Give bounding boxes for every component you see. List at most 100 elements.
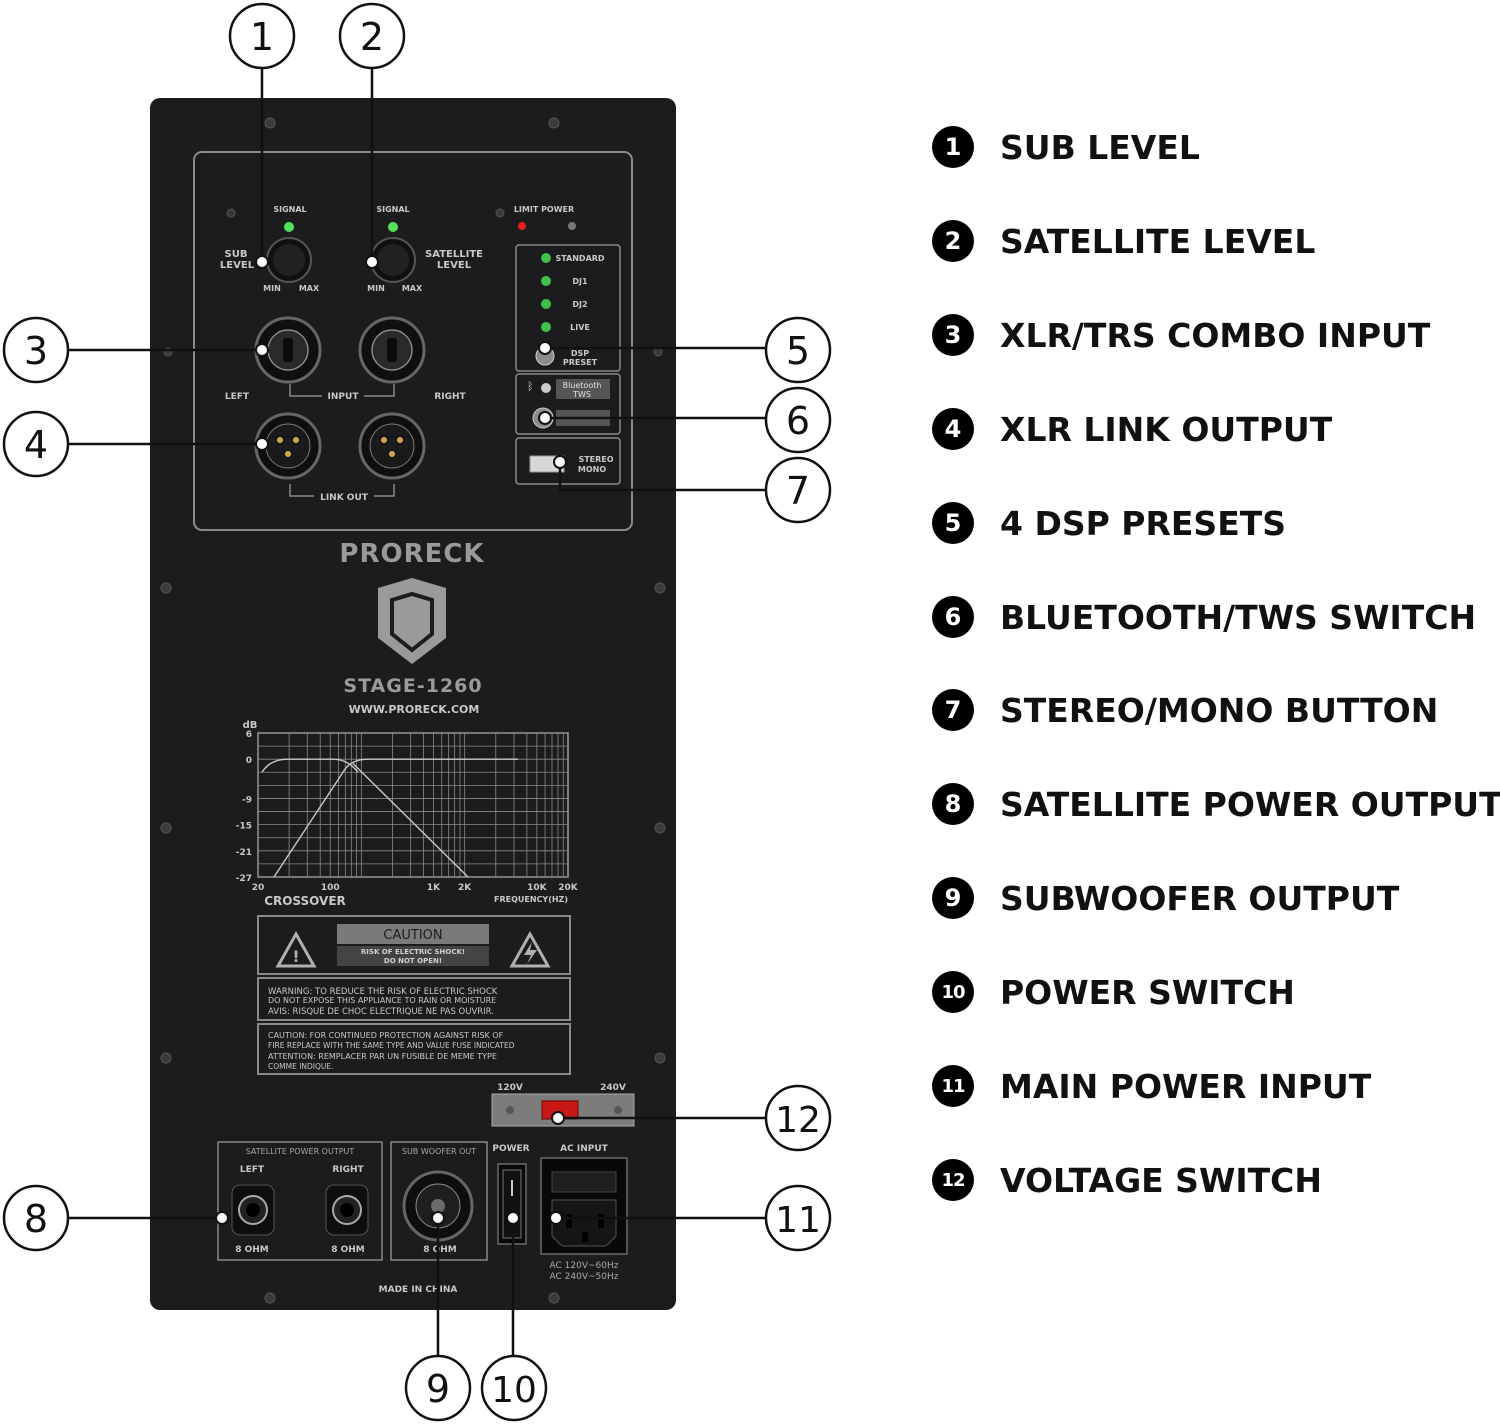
callout-1: 1: [228, 2, 296, 70]
legend-number: 11: [932, 1065, 974, 1107]
graph-curve-rolloff: [352, 763, 469, 878]
preset-live: LIVE: [570, 323, 590, 332]
brand-shield-inner: [390, 591, 434, 653]
legend-item-dsp-presets: 5 4 DSP PRESETS: [932, 498, 1286, 548]
dsp-preset-leds: [541, 253, 551, 332]
callout-9: 9: [404, 1354, 472, 1422]
bluetooth-icon: ᛒ: [527, 380, 534, 393]
power-label: POWER: [492, 1144, 529, 1154]
sub-min-label: MIN: [263, 284, 281, 293]
graph-y-tick: 6: [246, 730, 252, 740]
graph-x-tick: 20K: [558, 883, 579, 893]
iec-pin-right: [598, 1214, 604, 1228]
callout-8: 8: [2, 1184, 70, 1252]
brand-logo-text: PRORECK: [339, 539, 484, 569]
callout-5: 5: [764, 316, 832, 384]
graph-y-tick: -15: [236, 822, 252, 832]
subwoofer-ohm: 8 OHM: [423, 1245, 457, 1255]
iec-socket[interactable]: [551, 1199, 617, 1247]
fuse-line-4: COMME INDIQUE.: [268, 1062, 334, 1071]
iec-pin-left: [566, 1214, 572, 1228]
satellite-max-label: MAX: [402, 284, 423, 293]
fuse-line-2: FIRE REPLACE WITH THE SAME TYPE AND VALU…: [268, 1041, 515, 1050]
svg-text:7: 7: [786, 469, 810, 513]
voltage-120-label: 120V: [497, 1083, 523, 1093]
callout-leaders: [68, 68, 766, 1356]
callout-10: 10: [480, 1354, 548, 1422]
legend-number: 5: [932, 502, 974, 544]
legend-label: SUBWOOFER OUTPUT: [1000, 878, 1400, 918]
satellite-left-ohm: 8 OHM: [235, 1245, 269, 1255]
signal-led-sub: [284, 222, 294, 232]
xlr-link-out-right[interactable]: [358, 412, 426, 480]
signal-label-sub: SIGNAL: [273, 205, 306, 214]
graph-x-tick: 10K: [527, 883, 548, 893]
svg-text:9: 9: [426, 1367, 450, 1411]
dsp-preset-box: [515, 244, 621, 372]
caution-shock-icon: [509, 930, 551, 968]
fuse-holder: [551, 1171, 617, 1193]
legend-item-xlr-link: 4 XLR LINK OUTPUT: [932, 404, 1332, 454]
satellite-level-label-1: SATELLITE: [425, 249, 483, 260]
voltage-screw-left: [506, 1106, 514, 1114]
legend-label: SUB LEVEL: [1000, 127, 1200, 167]
lightning-glyph: [524, 942, 537, 964]
legend-item-bluetooth: 6 BLUETOOTH/TWS SWITCH: [932, 592, 1476, 642]
right-label: RIGHT: [434, 392, 466, 402]
callout-6: 6: [764, 386, 832, 454]
svg-text:8: 8: [24, 1197, 48, 1241]
legend-label: 4 DSP PRESETS: [1000, 503, 1287, 543]
satellite-level-knob-cap: [377, 244, 409, 276]
graph-curve-high: [273, 758, 518, 878]
left-label: LEFT: [225, 392, 250, 402]
satellite-title-bg: [222, 1144, 378, 1156]
exclamation-glyph: !: [292, 947, 299, 966]
svg-text:1: 1: [250, 15, 274, 59]
fuse-line-1: CAUTION: FOR CONTINUED PROTECTION AGAINS…: [268, 1031, 504, 1040]
callout-7: 7: [764, 456, 832, 524]
bluetooth-box: [515, 373, 621, 435]
satellite-right-ohm: 8 OHM: [331, 1245, 365, 1255]
legend-number: 10: [932, 971, 974, 1013]
legend-item-satellite-level: 2 SATELLITE LEVEL: [932, 216, 1315, 266]
svg-text:10: 10: [491, 1370, 537, 1411]
legend-number: 2: [932, 220, 974, 262]
warning-line-2: DO NOT EXPOSE THIS APPLIANCE TO RAIN OR …: [268, 996, 496, 1005]
warning-line-1: WARNING: TO REDUCE THE RISK OF ELECTRIC …: [268, 987, 498, 997]
limit-power-label: LIMIT POWER: [514, 205, 574, 214]
sub-max-label: MAX: [299, 284, 320, 293]
satellite-jack-right[interactable]: [325, 1184, 369, 1236]
preset-dj2: DJ2: [572, 300, 587, 309]
stereo-mono-box: [515, 437, 621, 485]
callout-12: 12: [764, 1084, 832, 1152]
graph-y-tick: 0: [246, 756, 252, 766]
svg-text:4: 4: [24, 423, 48, 467]
legend-item-subwoofer-output: 9 SUBWOOFER OUTPUT: [932, 873, 1399, 923]
voltage-240-label: 240V: [600, 1083, 626, 1093]
warning-line-3: AVIS: RISQUE DE CHOC ELECTRIQUE NE PAS O…: [268, 1007, 494, 1017]
svg-text:5: 5: [786, 329, 810, 373]
ac-rating-2: AC 240V~50Hz: [550, 1272, 619, 1282]
stereo-label: STEREO: [578, 455, 613, 464]
satellite-left-label: LEFT: [240, 1165, 265, 1175]
legend-item-power-switch: 10 POWER SWITCH: [932, 967, 1295, 1017]
callout-11: 11: [764, 1184, 832, 1252]
subwoofer-out-label: SUB WOOFER OUT: [402, 1147, 476, 1156]
combo-input-right[interactable]: [358, 316, 426, 384]
svg-text:3: 3: [24, 329, 48, 373]
input-label-bg: [322, 389, 364, 401]
xlr-link-out-left[interactable]: [254, 412, 322, 480]
legend-number: 12: [932, 1159, 974, 1201]
caution-sub-plate: [337, 946, 489, 966]
satellite-jack-left[interactable]: [231, 1184, 275, 1236]
power-led: [568, 222, 576, 230]
model-name: STAGE-1260: [343, 675, 482, 697]
svg-text:2: 2: [360, 15, 384, 59]
link-out-label-bg: [314, 490, 374, 502]
iec-pin-ground: [582, 1232, 588, 1242]
sub-level-label-2: LEVEL: [220, 260, 255, 271]
legend-number: 4: [932, 408, 974, 450]
caution-title-plate: [337, 924, 489, 944]
legend-label: POWER SWITCH: [1000, 972, 1295, 1012]
